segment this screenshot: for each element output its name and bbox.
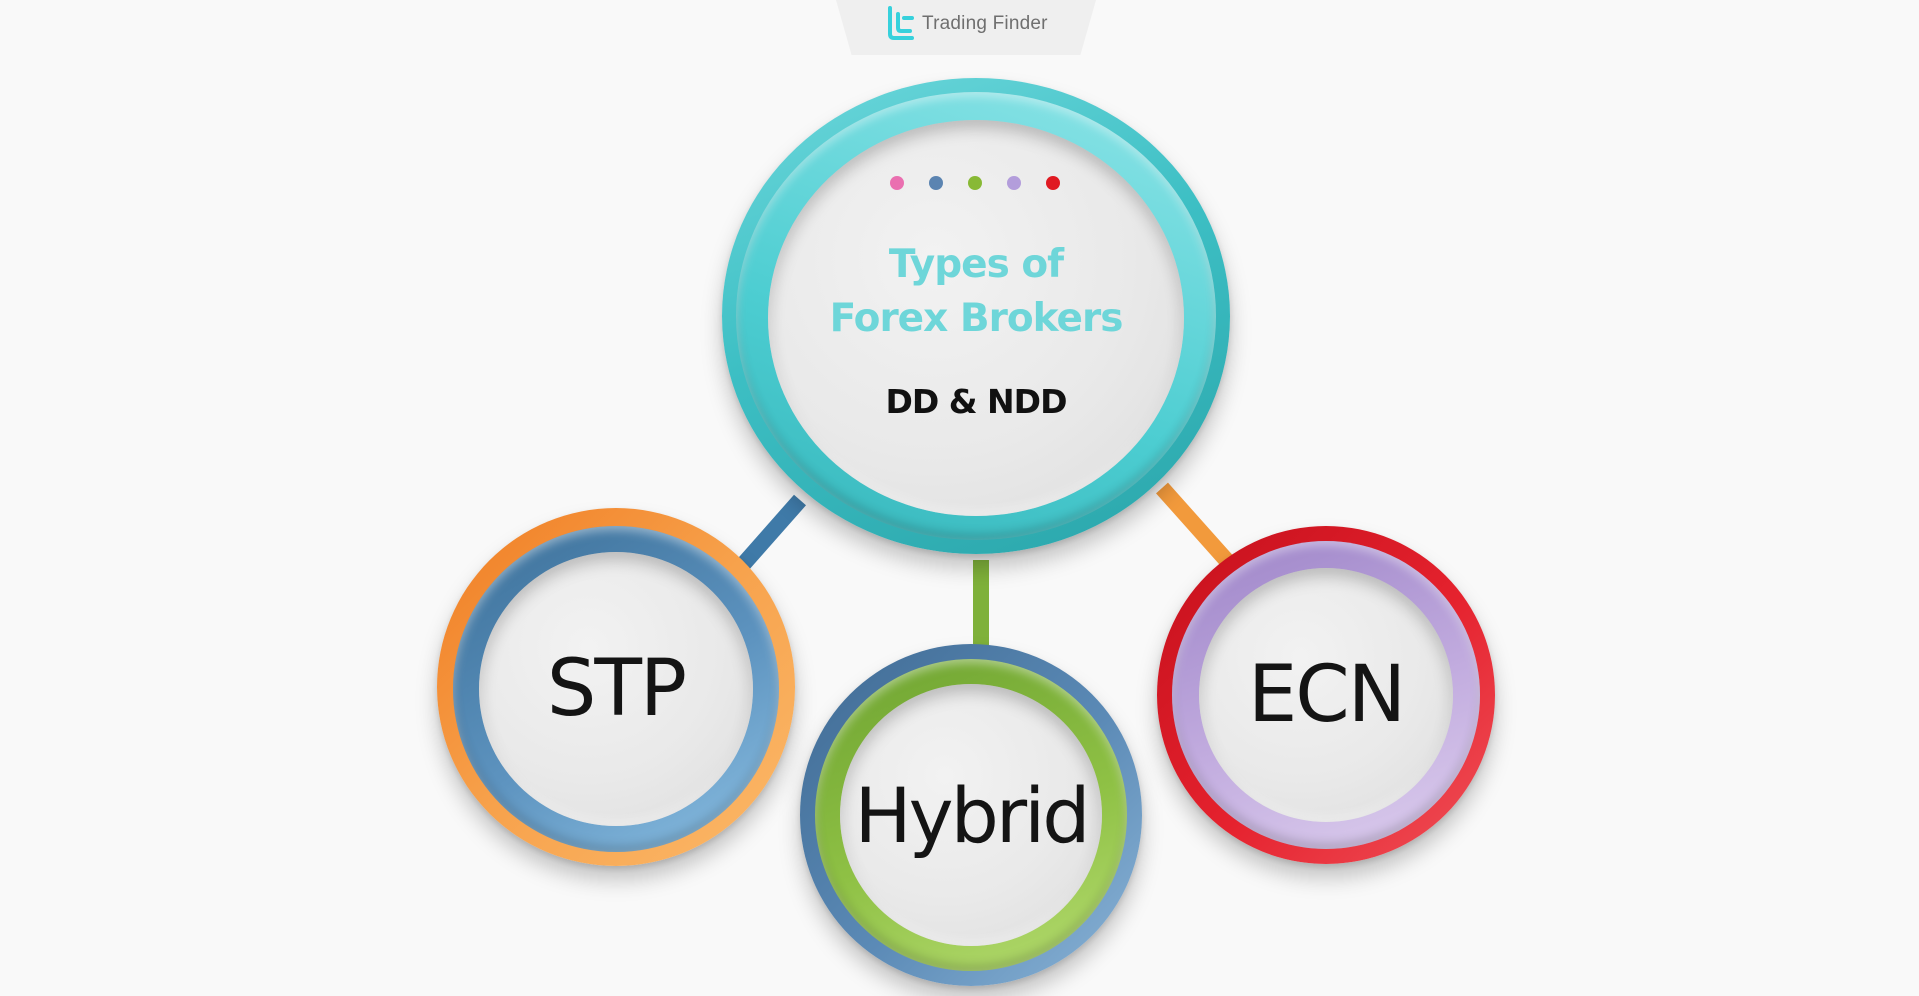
node-stp: STP bbox=[437, 508, 795, 866]
logo-tab bbox=[836, 0, 1096, 55]
connector-stp bbox=[734, 494, 806, 574]
trading-finder-logo-icon bbox=[888, 6, 914, 40]
hybrid-face: Hybrid bbox=[840, 684, 1102, 946]
node-label-ecn: ECN bbox=[1247, 650, 1406, 740]
node-label-stp: STP bbox=[546, 644, 687, 734]
stp-face: STP bbox=[479, 552, 753, 826]
ecn-face: ECN bbox=[1199, 568, 1453, 822]
hub-face bbox=[768, 120, 1184, 516]
connector-ecn bbox=[1156, 482, 1234, 568]
node-label-hybrid: Hybrid bbox=[854, 770, 1091, 860]
hub-circle bbox=[722, 78, 1230, 554]
node-ecn: ECN bbox=[1157, 526, 1495, 864]
brand-name: Trading Finder bbox=[922, 13, 1048, 34]
node-hybrid: Hybrid bbox=[800, 644, 1142, 986]
